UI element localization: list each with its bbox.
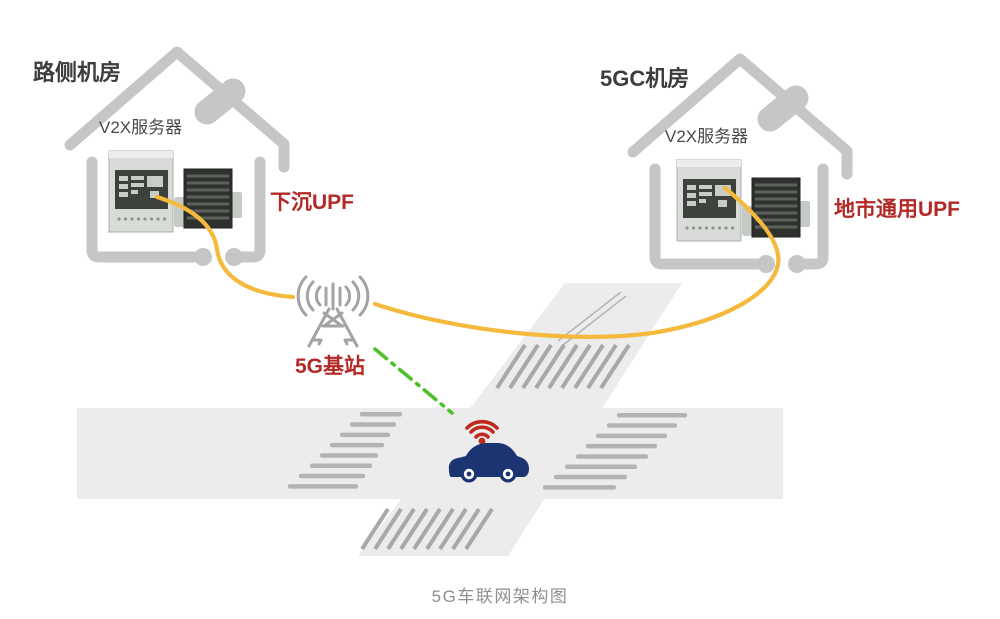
base-station-label: 5G基站: [295, 355, 366, 378]
road-intersection: [77, 283, 783, 556]
wifi-signal-icon: [465, 419, 499, 445]
diagram-caption: 5G车联网架构图: [431, 587, 569, 606]
server-rack-icon: [183, 168, 242, 229]
antenna-tower-icon: [296, 275, 370, 348]
right-upf-label: 地市通用UPF: [834, 198, 960, 221]
left-upf-label: 下沉UPF: [270, 191, 354, 214]
left-server-equipment: [108, 150, 242, 233]
connected-car-icon: [448, 443, 529, 483]
crosswalk-left: [288, 412, 402, 489]
crosswalk-right: [543, 413, 687, 490]
left-house-icon: [64, 46, 290, 266]
left-room-title: 路侧机房: [33, 60, 122, 85]
crosswalk-lower-diagonal: [360, 507, 494, 551]
right-server-label: V2X服务器: [665, 127, 749, 146]
cable-left-house-to-base-station: [154, 194, 296, 300]
cable-right-house-to-base-station: [372, 185, 781, 340]
crosswalk-upper-diagonal: [495, 343, 631, 390]
radio-link-line: [373, 347, 454, 415]
right-server-equipment: [675, 158, 812, 243]
left-server-label: V2X服务器: [99, 118, 183, 137]
right-room-title: 5GC机房: [600, 66, 690, 91]
server-cabinet-icon: [108, 150, 174, 233]
